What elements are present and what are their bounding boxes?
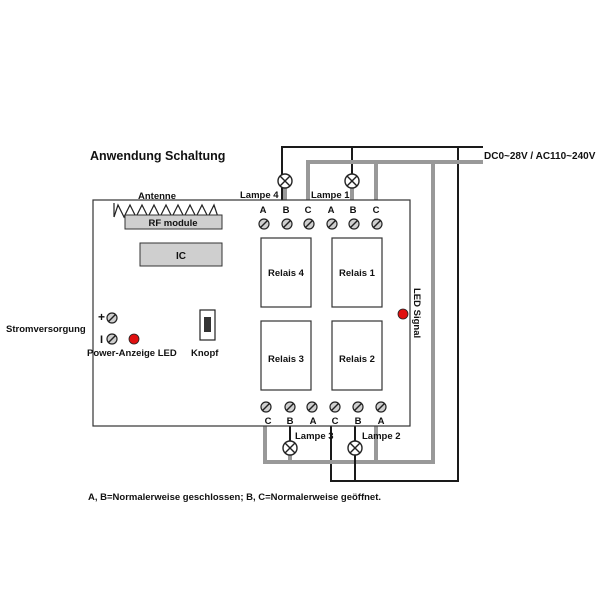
bottom-terminal-label-2: B [287, 416, 294, 427]
bottom-terminal-label-1: C [265, 416, 272, 427]
top-terminal-label-5: B [350, 205, 357, 216]
power-led-label: Power-Anzeige LED [87, 348, 177, 359]
screw-terminal [306, 401, 318, 413]
footnote: A, B=Normalerweise geschlossen; B, C=Nor… [88, 492, 381, 503]
bottom-terminal-label-5: B [355, 416, 362, 427]
diagram-title: Anwendung Schaltung [90, 149, 225, 163]
screw-terminal [260, 401, 272, 413]
screw-terminal [371, 218, 383, 230]
lamp-3-label: Lampe 3 [295, 431, 334, 442]
relay-1 [331, 237, 383, 308]
rf-module-label: RF module [148, 218, 197, 229]
rf-module [124, 214, 223, 230]
screw-terminal [348, 218, 360, 230]
bottom-terminal-label-3: A [310, 416, 317, 427]
relay-1-label: Relais 1 [339, 268, 376, 279]
screw-terminal [284, 401, 296, 413]
relay-4-label: Relais 4 [268, 268, 305, 279]
bottom-terminal-label-4: C [332, 416, 339, 427]
lamp-3-icon [282, 440, 298, 456]
ic-label: IC [176, 251, 186, 262]
power-minus-terminal [106, 333, 118, 345]
top-terminal-label-4: A [328, 205, 335, 216]
led-signal-label: LED Signal [411, 288, 422, 338]
lamp-2-label: Lampe 2 [362, 431, 401, 442]
lamp-4-label: Lampe 4 [240, 190, 279, 201]
controller-board [92, 199, 411, 427]
lamp-2-icon [347, 440, 363, 456]
lamp-1-label: Lampe 1 [311, 190, 350, 201]
relay-4 [260, 237, 312, 308]
screw-terminal [329, 401, 341, 413]
relay-2-label: Relais 2 [339, 354, 375, 365]
screw-terminal [375, 401, 387, 413]
bottom-wire-gray [263, 410, 376, 464]
screw-terminal [326, 218, 338, 230]
button-label: Knopf [191, 348, 219, 359]
antenna-coil [113, 203, 219, 219]
screw-terminal [352, 401, 364, 413]
antenna-label: Antenne [138, 191, 176, 202]
power-plus-terminal [106, 312, 118, 324]
power-minus-label: I [100, 334, 103, 346]
top-terminal-label-3: C [305, 205, 312, 216]
signal-led-icon [397, 308, 409, 320]
power-supply-label: DC0~28V / AC110~240V [484, 151, 596, 162]
ic-chip [139, 242, 223, 267]
relay-2 [331, 320, 383, 391]
bottom-screw-terminals [260, 401, 387, 413]
relay-3-label: Relais 3 [268, 354, 304, 365]
relay-3 [260, 320, 312, 391]
screw-terminal [281, 218, 293, 230]
power-led-icon [128, 333, 140, 345]
top-terminal-label-6: C [373, 205, 380, 216]
screw-terminal [303, 218, 315, 230]
top-screw-terminals [258, 218, 383, 230]
top-terminal-label-1: A [260, 205, 267, 216]
screw-terminal [258, 218, 270, 230]
lamp-4-icon [277, 173, 293, 189]
top-terminal-label-2: B [283, 205, 290, 216]
bottom-terminal-label-6: A [378, 416, 385, 427]
button-switch-icon [199, 309, 216, 341]
power-plus-label: + [98, 310, 105, 324]
lamp-1-icon [344, 173, 360, 189]
power-input-label: Stromversorgung [6, 324, 86, 335]
